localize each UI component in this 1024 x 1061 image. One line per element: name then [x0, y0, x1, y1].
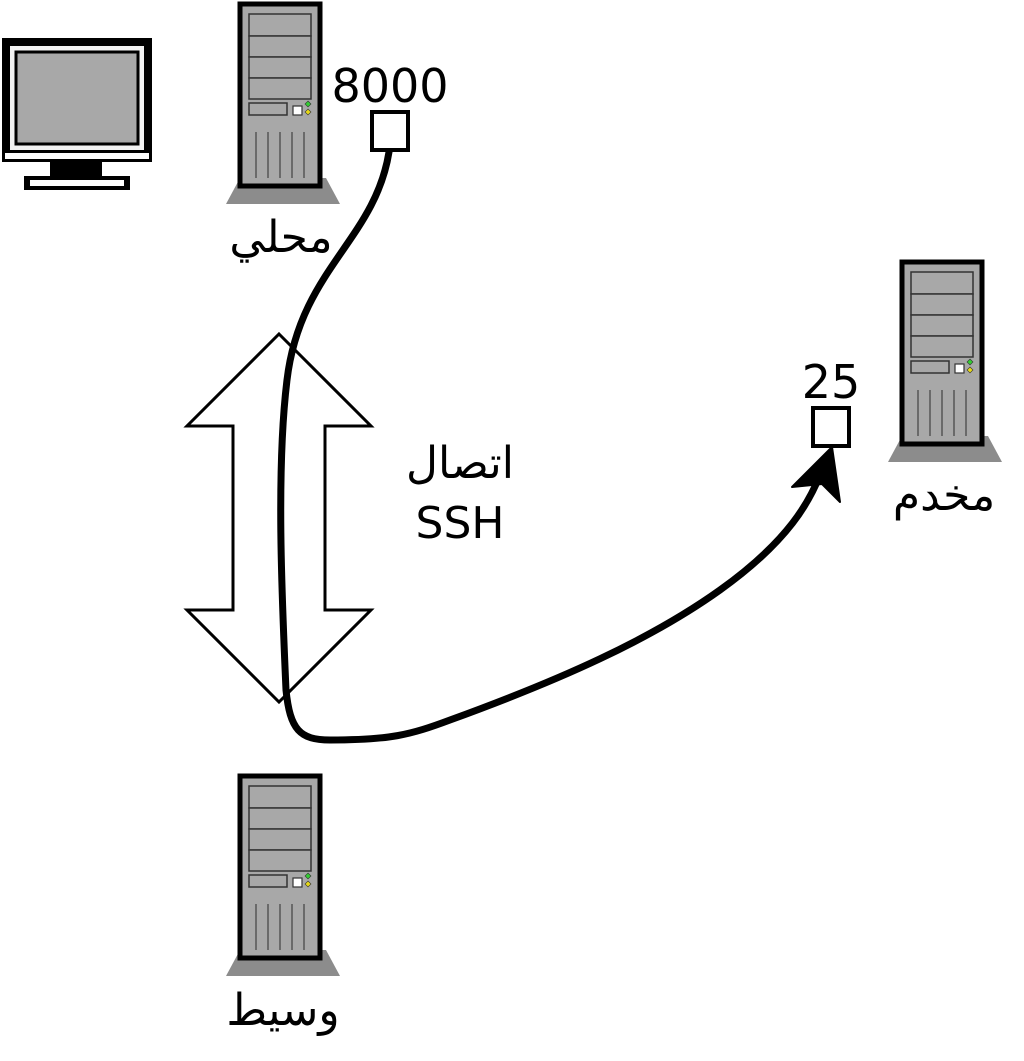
- local-label: محلي: [229, 212, 332, 263]
- intermediate-server-icon: [226, 776, 340, 976]
- server-port-label: 25: [802, 355, 861, 409]
- local-port-box: [370, 110, 410, 152]
- connection-label-line2: SSH: [416, 498, 505, 549]
- server-label: مخدم: [893, 470, 995, 521]
- local-server-icon: [226, 4, 340, 204]
- intermediate-label: وسيط: [226, 985, 339, 1036]
- server-port-box: [811, 406, 851, 448]
- connection-label-line1: اتصال: [406, 438, 514, 489]
- tunnel-arrowhead: [791, 446, 841, 503]
- monitor-icon: [2, 38, 152, 190]
- destination-server-icon: [888, 262, 1002, 462]
- local-port-label: 8000: [331, 59, 448, 113]
- tunnel-path-line: [277, 148, 824, 744]
